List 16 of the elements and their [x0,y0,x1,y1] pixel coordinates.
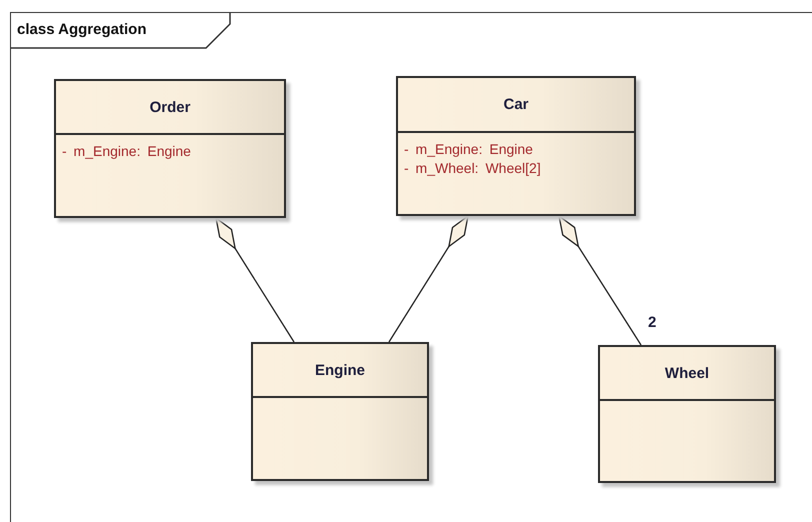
attribute-text: - m_Engine: Engine [404,141,534,157]
diagram-frame [10,12,812,522]
class-name: Engine [314,362,365,378]
class-name: Wheel [664,364,710,382]
aggregation-line [215,217,295,342]
class-box [396,76,636,216]
attribute-text: - m_Engine: Engine [62,143,192,159]
class-box [251,342,429,481]
aggregation-line [558,215,642,346]
attribute-text: - m_Wheel: Wheel[2] [404,160,542,176]
class-name: Car [503,96,528,113]
class-name: Order [150,98,190,116]
class-box [598,345,776,483]
frame-title: class Aggregation [17,21,146,38]
aggregation-line [388,215,469,342]
class-box [54,79,286,218]
